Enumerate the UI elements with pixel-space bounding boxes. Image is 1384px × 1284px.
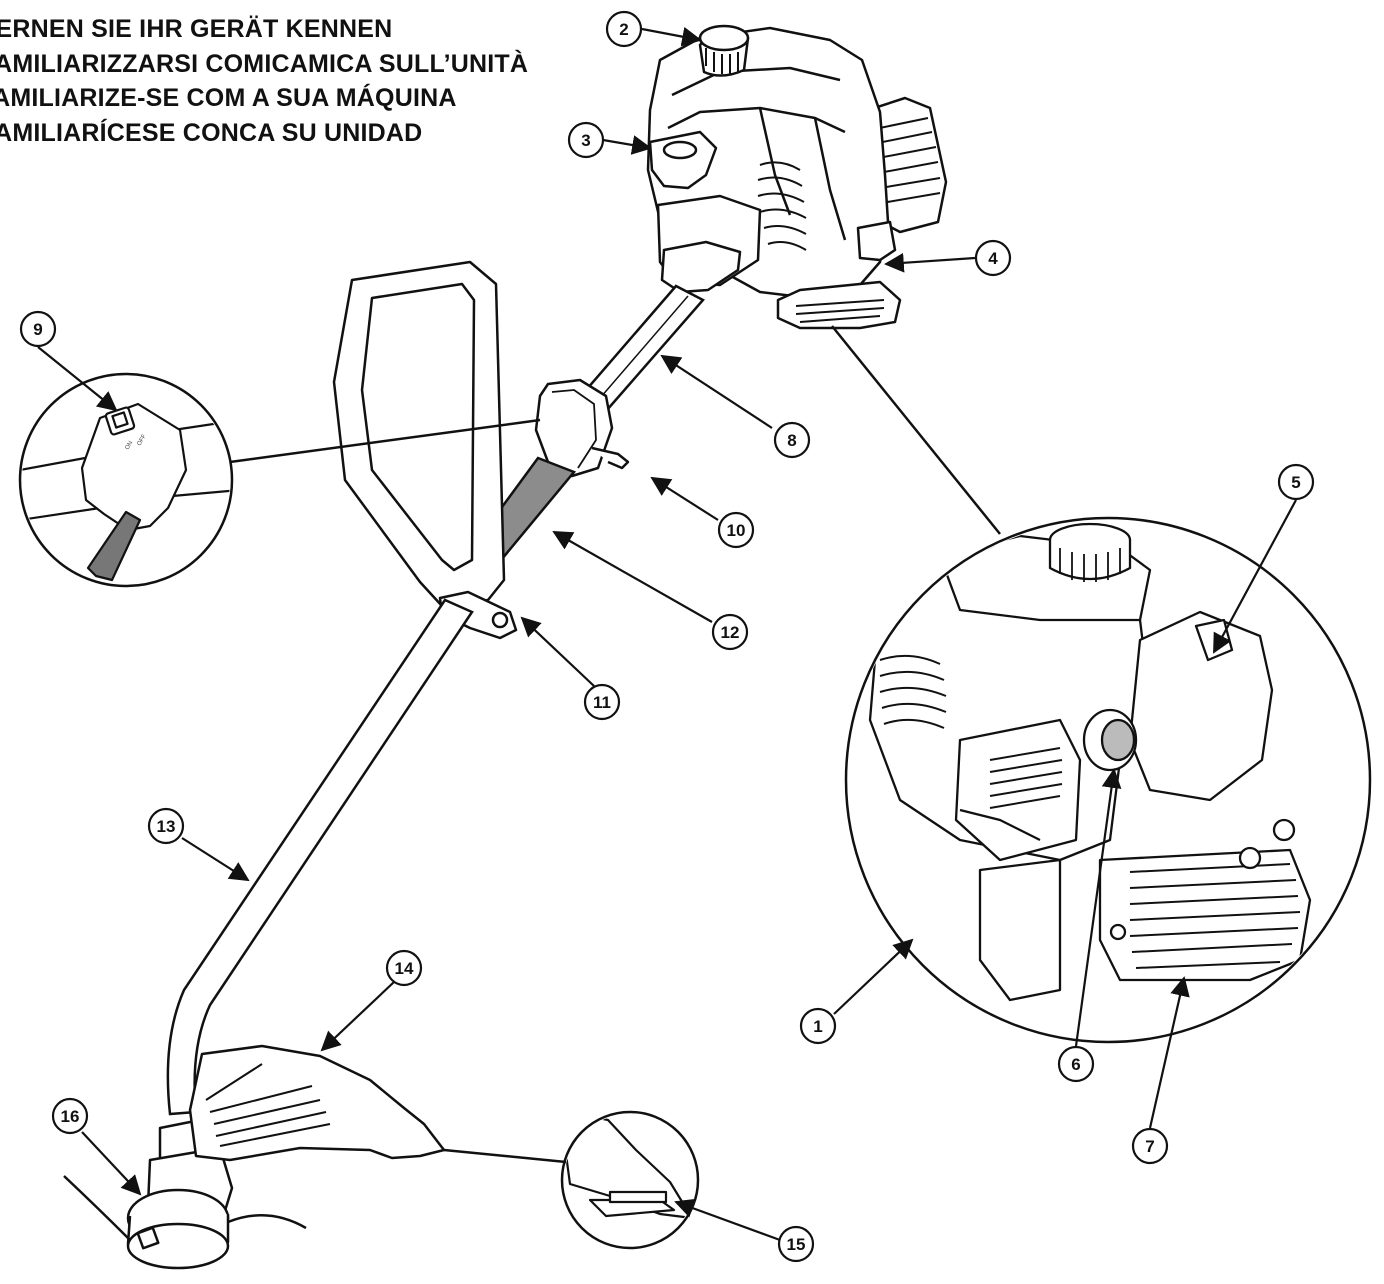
svg-text:6: 6: [1071, 1055, 1080, 1074]
callout-10: 10: [717, 511, 755, 549]
svg-text:8: 8: [787, 431, 796, 450]
debris-shield: [188, 1044, 446, 1162]
heading-line-spanish: FAMILIARÍCESE CONCA SU UNIDAD: [0, 118, 423, 147]
trimmer-head: [63, 1116, 307, 1270]
callout-13: 13: [147, 807, 185, 845]
leader-2: [641, 26, 702, 47]
svg-text:7: 7: [1145, 1137, 1154, 1156]
switch-detail-inset: ON OFF: [18, 372, 234, 588]
leader-1: [833, 938, 914, 1015]
assist-handle: [332, 260, 518, 640]
leader-9: [37, 346, 118, 412]
svg-text:11: 11: [593, 693, 611, 712]
leader-11: [520, 616, 595, 687]
svg-text:2: 2: [619, 20, 628, 39]
leader-5: [1213, 499, 1297, 654]
callout-8: 8: [773, 421, 811, 459]
switch-off-label: OFF: [137, 433, 148, 447]
leader-12: [552, 531, 713, 623]
callout-11: 11: [583, 683, 621, 721]
svg-text:13: 13: [157, 817, 176, 836]
line-cutter-inset: [560, 1110, 700, 1250]
callout-3: 3: [567, 121, 605, 159]
callout-6: 6: [1057, 1045, 1095, 1083]
throttle-housing: [534, 378, 630, 478]
callout-16: 16: [51, 1097, 89, 1135]
callout-15: 15: [777, 1225, 815, 1263]
leader-4: [884, 252, 976, 273]
callout-2: 2: [605, 10, 643, 48]
callout-4: 4: [974, 239, 1012, 277]
svg-text:5: 5: [1291, 473, 1300, 492]
svg-text:3: 3: [581, 131, 590, 150]
inset-link-line: [831, 325, 1001, 535]
switch-on-label: ON: [125, 440, 135, 451]
callout-1: 1: [799, 1007, 837, 1045]
leader-6: [1074, 768, 1122, 1047]
svg-text:4: 4: [988, 249, 998, 268]
svg-text:1: 1: [813, 1017, 822, 1036]
inset-link-line: [443, 1148, 567, 1164]
leader-3: [602, 135, 652, 155]
leader-7: [1148, 976, 1190, 1129]
heading-line-italian: FAMILIARIZZARSI COMICAMICA SULL’UNITÀ: [0, 49, 529, 78]
leader-15: [674, 1198, 781, 1242]
leader-16: [81, 1131, 142, 1196]
leader-10: [650, 476, 719, 521]
svg-text:12: 12: [721, 623, 740, 642]
svg-text:14: 14: [395, 959, 414, 978]
callout-leaders: [37, 26, 1297, 1242]
callout-9: 9: [19, 310, 57, 348]
callout-markers: 1 2 3 4 5 6 7 8 9 10 11 12 13 14 15 16: [19, 10, 1315, 1263]
callout-7: 7: [1131, 1127, 1169, 1165]
svg-text:16: 16: [61, 1107, 80, 1126]
inset-link-line: [229, 418, 541, 464]
svg-text:15: 15: [787, 1235, 806, 1254]
leader-13: [181, 837, 250, 882]
leader-8: [660, 354, 773, 429]
leader-14: [320, 981, 395, 1052]
heading-line-portuguese: FAMILIARIZE-SE COM A SUA MÁQUINA: [0, 84, 457, 112]
callout-14: 14: [385, 949, 423, 987]
lower-shaft: [166, 598, 474, 1116]
page-heading: LERNEN SIE IHR GERÄT KENNEN FAMILIARIZZA…: [0, 12, 528, 150]
callout-5: 5: [1277, 463, 1315, 501]
engine-housing: [646, 24, 948, 330]
heading-line-german: LERNEN SIE IHR GERÄT KENNEN: [0, 15, 393, 43]
svg-text:9: 9: [33, 320, 42, 339]
callout-12: 12: [711, 613, 749, 651]
engine-detail-inset: [844, 516, 1372, 1044]
svg-text:10: 10: [727, 521, 746, 540]
